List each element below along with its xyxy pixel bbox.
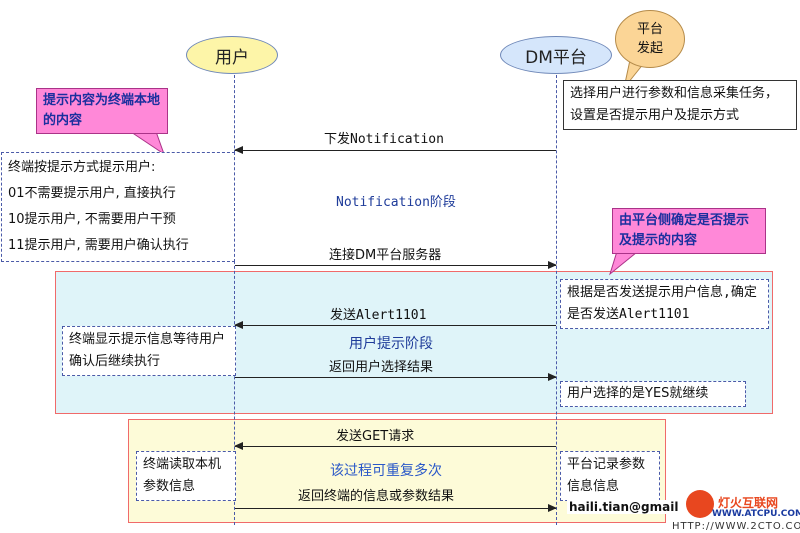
note-alert-decide: 根据是否发送提示用户信息,确定是否发送Alert1101 — [560, 279, 769, 329]
callout-platform: 由平台侧确定是否提示及提示的内容 — [612, 208, 766, 254]
callout-platform-tail — [609, 248, 643, 276]
note-read-params-text: 终端读取本机参数信息 — [143, 457, 222, 494]
msg-connect-arrow — [235, 261, 557, 269]
msg-return-params-label: 返回终端的信息或参数结果 — [298, 489, 455, 504]
note-yes-continue-text: 用户选择的是YES就继续 — [567, 386, 709, 401]
callout-terminal-text: 提示内容为终端本地的内容 — [43, 93, 161, 128]
phase-notification: Notification阶段 — [336, 195, 456, 210]
dm-lifeline — [556, 70, 557, 525]
dm-participant: DM平台 — [500, 36, 612, 74]
callout-terminal: 提示内容为终端本地的内容 — [36, 88, 168, 134]
author-credit: haili.tian@gmail — [567, 500, 681, 514]
msg-get-arrow — [234, 442, 556, 450]
note-yes-continue: 用户选择的是YES就继续 — [560, 381, 746, 407]
callout-platform-text: 由平台侧确定是否提示及提示的内容 — [619, 213, 750, 248]
note-terminal-wait-text: 终端显示提示信息等待用户确认后继续执行 — [69, 332, 226, 369]
user-participant: 用户 — [186, 36, 278, 74]
msg-alert-arrow — [234, 321, 556, 329]
msg-connect-label: 连接DM平台服务器 — [329, 248, 442, 263]
msg-return-params-arrow — [235, 504, 557, 512]
origin-bubble: 平台 发起 — [615, 10, 685, 68]
note-read-params: 终端读取本机参数信息 — [136, 451, 236, 501]
msg-return-choice-label: 返回用户选择结果 — [329, 360, 434, 375]
prompt-mode-11: 11提示用户, 需要用户确认执行 — [8, 238, 189, 253]
prompt-modes-title: 终端按提示方式提示用户: — [8, 160, 156, 175]
note-terminal-wait: 终端显示提示信息等待用户确认后继续执行 — [62, 326, 236, 376]
note-record-params: 平台记录参数信息信息 — [560, 451, 660, 501]
dm-task-note-text: 选择用户进行参数和信息采集任务，设置是否提示用户及提示方式 — [570, 86, 779, 123]
origin-bubble-text: 平台 发起 — [636, 22, 663, 56]
user-participant-label: 用户 — [215, 47, 249, 68]
phase-prompt: 用户提示阶段 — [349, 336, 433, 352]
msg-notification-label: 下发Notification — [324, 132, 444, 147]
prompt-mode-10: 10提示用户, 不需要用户干预 — [8, 212, 176, 227]
msg-get-label: 发送GET请求 — [336, 429, 415, 444]
note-alert-decide-text: 根据是否发送提示用户信息,确定是否发送Alert1101 — [567, 285, 757, 322]
site-logo-icon — [686, 490, 714, 518]
msg-return-choice-arrow — [235, 373, 557, 381]
note-record-params-text: 平台记录参数信息信息 — [567, 457, 646, 494]
site-url-watermark: WWW.ATCPU.COM — [712, 509, 800, 519]
dm-participant-label: DM平台 — [525, 47, 587, 68]
prompt-mode-01: 01不需要提示用户, 直接执行 — [8, 186, 176, 201]
dm-task-note: 选择用户进行参数和信息采集任务，设置是否提示用户及提示方式 — [563, 80, 797, 130]
site-name-watermark: 灯火互联网 — [718, 496, 779, 510]
phase-repeat: 该过程可重复多次 — [330, 463, 442, 479]
prompt-modes-box: 终端按提示方式提示用户: 01不需要提示用户, 直接执行 10提示用户, 不需要… — [1, 152, 235, 262]
user-lifeline — [234, 70, 235, 525]
url-partial-watermark: HTTP://WWW.2CTO.COM — [672, 521, 800, 532]
msg-notification-arrow — [234, 146, 556, 154]
msg-alert-label: 发送Alert1101 — [330, 308, 427, 323]
